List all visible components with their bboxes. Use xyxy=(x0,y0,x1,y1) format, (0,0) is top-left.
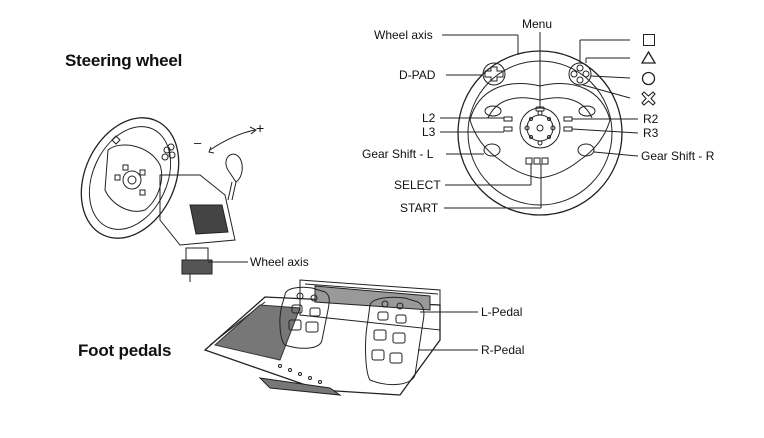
steering-wheel-heading: Steering wheel xyxy=(65,51,183,70)
label-r2: R2 xyxy=(643,112,659,126)
label-r3: R3 xyxy=(643,126,659,140)
label-plus: + xyxy=(256,120,265,136)
label-l2: L2 xyxy=(422,111,436,125)
label-select: SELECT xyxy=(394,178,441,192)
triangle-icon xyxy=(641,51,656,64)
circle-icon xyxy=(641,71,656,86)
label-minus: – xyxy=(194,135,202,150)
pedals-drawing xyxy=(203,279,478,396)
label-l-pedal: L-Pedal xyxy=(481,305,523,319)
foot-pedals-heading: Foot pedals xyxy=(78,341,172,360)
label-l3: L3 xyxy=(422,125,436,139)
label-dpad: D-PAD xyxy=(399,68,436,82)
cross-icon xyxy=(641,91,656,106)
face-buttons-cluster xyxy=(568,62,592,86)
label-menu: Menu xyxy=(522,17,553,31)
label-gear-shift-r: Gear Shift - R xyxy=(641,149,715,163)
wheel-side-view xyxy=(80,117,257,282)
wheel-front-view xyxy=(440,32,639,216)
label-r-pedal: R-Pedal xyxy=(481,343,525,357)
label-gear-shift-l: Gear Shift - L xyxy=(362,147,434,161)
label-wheel-axis-side: Wheel axis xyxy=(250,255,309,269)
square-icon xyxy=(643,34,655,46)
label-wheel-axis-top: Wheel axis xyxy=(374,28,433,42)
label-start: START xyxy=(400,201,439,215)
dpad-icon xyxy=(482,62,506,86)
